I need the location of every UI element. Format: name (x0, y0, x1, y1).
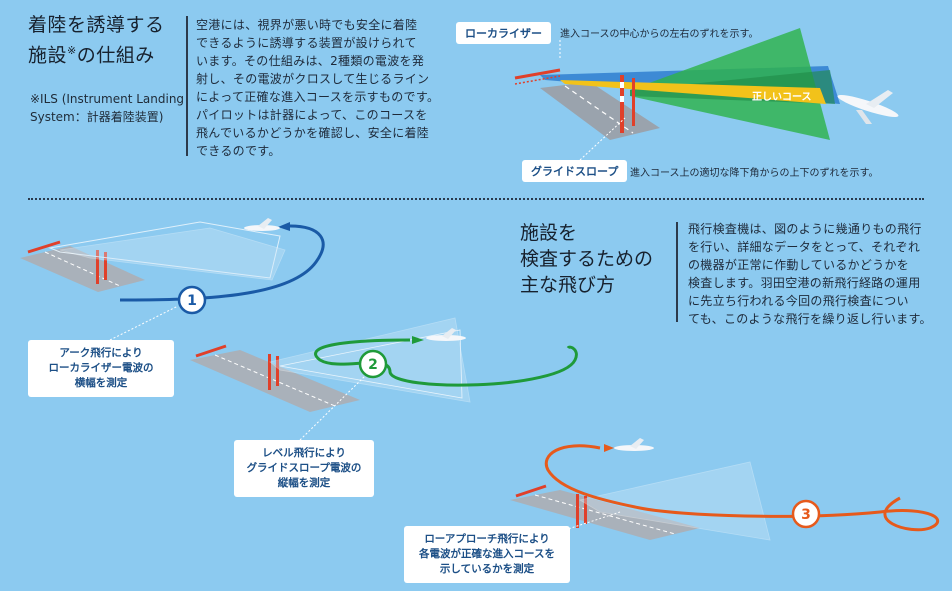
low-approach-path (544, 444, 939, 532)
svg-text:1: 1 (187, 293, 197, 309)
inspection-title: 施設を 検査するための 主な飛び方 (520, 222, 654, 296)
airplane-icon-1 (244, 218, 280, 231)
localizer-desc: 進入コースの中心からの左右のずれを示す。 (560, 29, 759, 40)
method-1-badge (177, 285, 207, 315)
method-1-scene: 1 (20, 218, 325, 341)
section-separator (28, 198, 924, 200)
airplane-icon (837, 90, 899, 124)
svg-text:2: 2 (368, 357, 378, 373)
glideslope-desc: 進入コース上の適切な降下角からの上下のずれを示す。 (630, 168, 879, 179)
method-2-badge (358, 349, 388, 379)
method-1-caption: アーク飛行により ローカライザー電波の 横幅を測定 (28, 340, 174, 397)
localizer-tag: ローカライザー (456, 22, 551, 44)
intro-body: 空港には、視界が悪い時でも安全に着陸 できるように誘導する装置が設けられて いま… (196, 18, 440, 158)
intro-title: 着陸を誘導する 施設※の仕組み (28, 14, 165, 67)
ils-footnote: ※ILS (Instrument Landing System：計器着陸装置) (30, 92, 185, 124)
runway-top (540, 82, 660, 140)
divider-line (186, 16, 188, 156)
level-flight-path (314, 338, 578, 387)
glideslope-tag: グライドスロープ (522, 160, 628, 182)
method-3-caption: ローアプローチ飛行により 各電波が正確な進入コースを 示しているかを測定 (404, 526, 570, 583)
airplane-icon-3 (614, 438, 654, 451)
glideslope-tower (620, 75, 635, 133)
correct-course-bar (560, 80, 826, 104)
airplane-icon-2 (426, 328, 466, 341)
runway-1 (20, 246, 145, 292)
runway-centerline (564, 85, 634, 134)
method-2-caption: レベル飛行により グライドスロープ電波の 縦幅を測定 (234, 440, 374, 497)
svg-text:3: 3 (801, 507, 811, 523)
method-2-scene: 2 (190, 317, 578, 441)
method-3-scene: 3 (510, 438, 939, 541)
divider-line-2 (676, 222, 678, 322)
inspection-body: 飛行検査機は、図のように幾通りもの飛行 を行い、詳細なデータをとって、それぞれ … (688, 222, 932, 326)
correct-course-label: 正しいコース (752, 91, 812, 103)
localizer-antenna (514, 68, 561, 85)
method-3-badge (791, 499, 821, 529)
